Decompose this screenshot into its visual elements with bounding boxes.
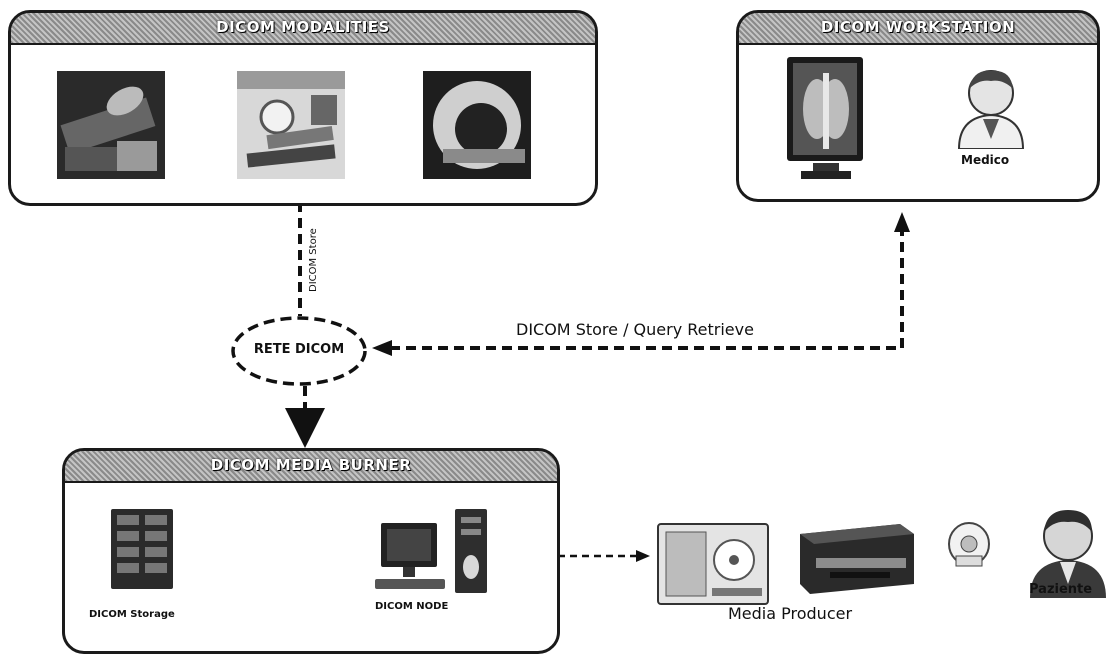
workstation-arrowhead	[894, 212, 910, 232]
modalities-title: DICOM MODALITIES	[216, 18, 390, 36]
media-producer-label: Media Producer	[728, 604, 853, 623]
burner-header: DICOM MEDIA BURNER	[65, 451, 557, 483]
ultrasound-photo	[57, 71, 165, 179]
network-arrowhead	[372, 340, 392, 356]
network-node: RETE DICOM	[228, 314, 370, 388]
patient-label: Paziente	[1029, 582, 1093, 597]
xray-table-photo	[237, 71, 345, 179]
store-link-label: DICOM Store	[308, 228, 319, 292]
disc-printer-icon	[800, 524, 914, 594]
ct-scanner-photo	[423, 71, 531, 179]
monitor-xray-icon	[787, 57, 863, 179]
storage-label: DICOM Storage	[89, 609, 175, 620]
workstation-box: DICOM WORKSTATION Medico	[736, 10, 1100, 202]
workstation-title: DICOM WORKSTATION	[820, 18, 1016, 36]
patient-icon	[1030, 510, 1106, 598]
disc-case-icon	[948, 522, 990, 567]
network-label: RETE DICOM	[253, 342, 345, 357]
workstation-header: DICOM WORKSTATION	[739, 13, 1097, 45]
query-link-label: DICOM Store / Query Retrieve	[516, 320, 754, 339]
storage-server-icon	[111, 509, 173, 589]
workstation-pc-icon	[375, 509, 487, 593]
query-link-line	[378, 226, 904, 350]
doctor-icon	[957, 70, 1025, 149]
modalities-box: DICOM MODALITIES	[8, 10, 598, 206]
node-label: DICOM NODE	[375, 601, 449, 612]
disc-robot-icon	[657, 523, 769, 605]
burner-title: DICOM MEDIA BURNER	[210, 456, 412, 474]
burner-box: DICOM MEDIA BURNER DICOM Storage DICOM N…	[62, 448, 560, 654]
network-ellipse	[231, 316, 367, 386]
modalities-header: DICOM MODALITIES	[11, 13, 595, 45]
doctor-label: Medico	[961, 153, 1010, 167]
